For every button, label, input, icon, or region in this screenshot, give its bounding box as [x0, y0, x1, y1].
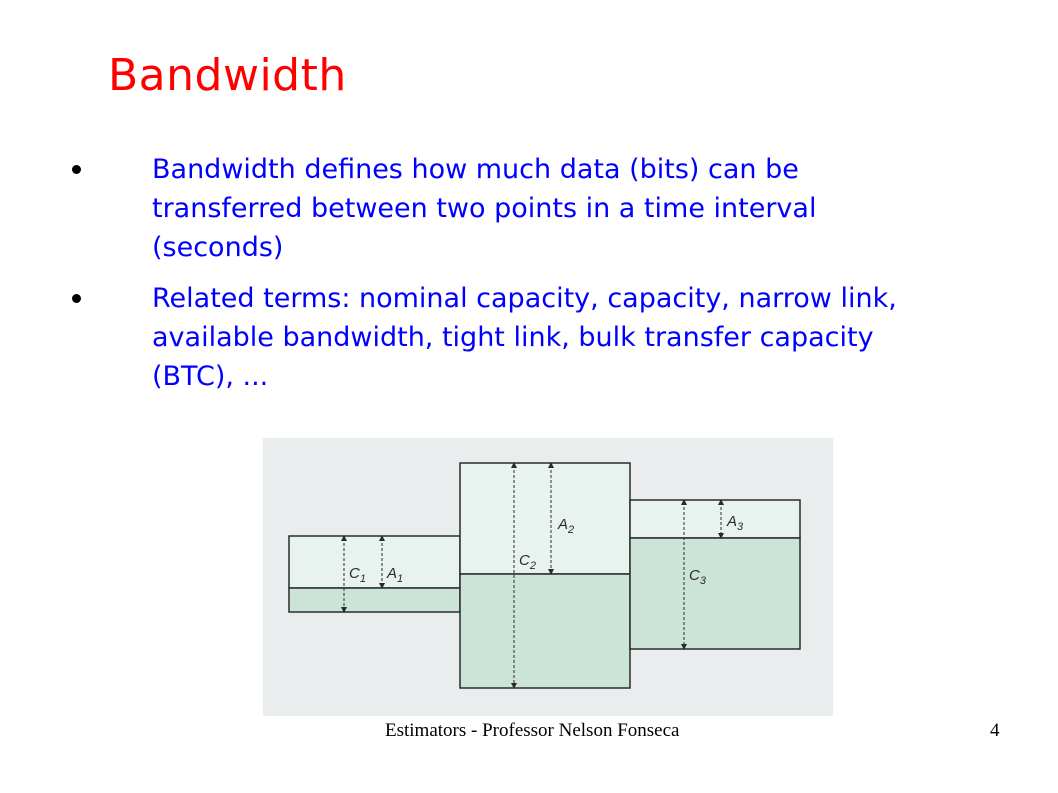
link-3-free-region [629, 499, 801, 539]
link-1: C1 A1 [288, 535, 461, 613]
page-number: 4 [990, 720, 1000, 741]
footer-text: Estimators - Professor Nelson Fonseca [385, 720, 680, 741]
label-a2: A2 [557, 516, 574, 536]
label-c3: C3 [689, 567, 707, 587]
bullet-item: Bandwidth defines how much data (bits) c… [72, 150, 952, 267]
bullet-text: Bandwidth defines how much data (bits) c… [152, 154, 817, 263]
label-c2: C2 [519, 552, 536, 572]
bullet-list: Bandwidth defines how much data (bits) c… [72, 150, 952, 408]
link-1-free-region [288, 535, 461, 589]
bandwidth-diagram: C1 A1 C2 A2 C3 A3 [263, 438, 833, 716]
bullet-item: Related terms: nominal capacity, capacit… [72, 279, 952, 396]
link-3: C3 A3 [629, 499, 801, 650]
link-2-used-region [459, 573, 631, 689]
bandwidth-diagram-svg: C1 A1 C2 A2 C3 A3 [263, 438, 833, 716]
bullet-marker [72, 294, 81, 303]
label-c1: C1 [349, 565, 366, 585]
bullet-marker [72, 165, 81, 174]
link-3-used-region [629, 537, 801, 650]
label-a3: A3 [726, 513, 744, 533]
bullet-text: Related terms: nominal capacity, capacit… [152, 283, 897, 392]
link-2: C2 A2 [459, 462, 631, 689]
label-a1: A1 [386, 565, 403, 585]
link-1-used-region [288, 587, 461, 613]
slide-title: Bandwidth [108, 50, 347, 101]
link-2-free-region [459, 462, 631, 575]
